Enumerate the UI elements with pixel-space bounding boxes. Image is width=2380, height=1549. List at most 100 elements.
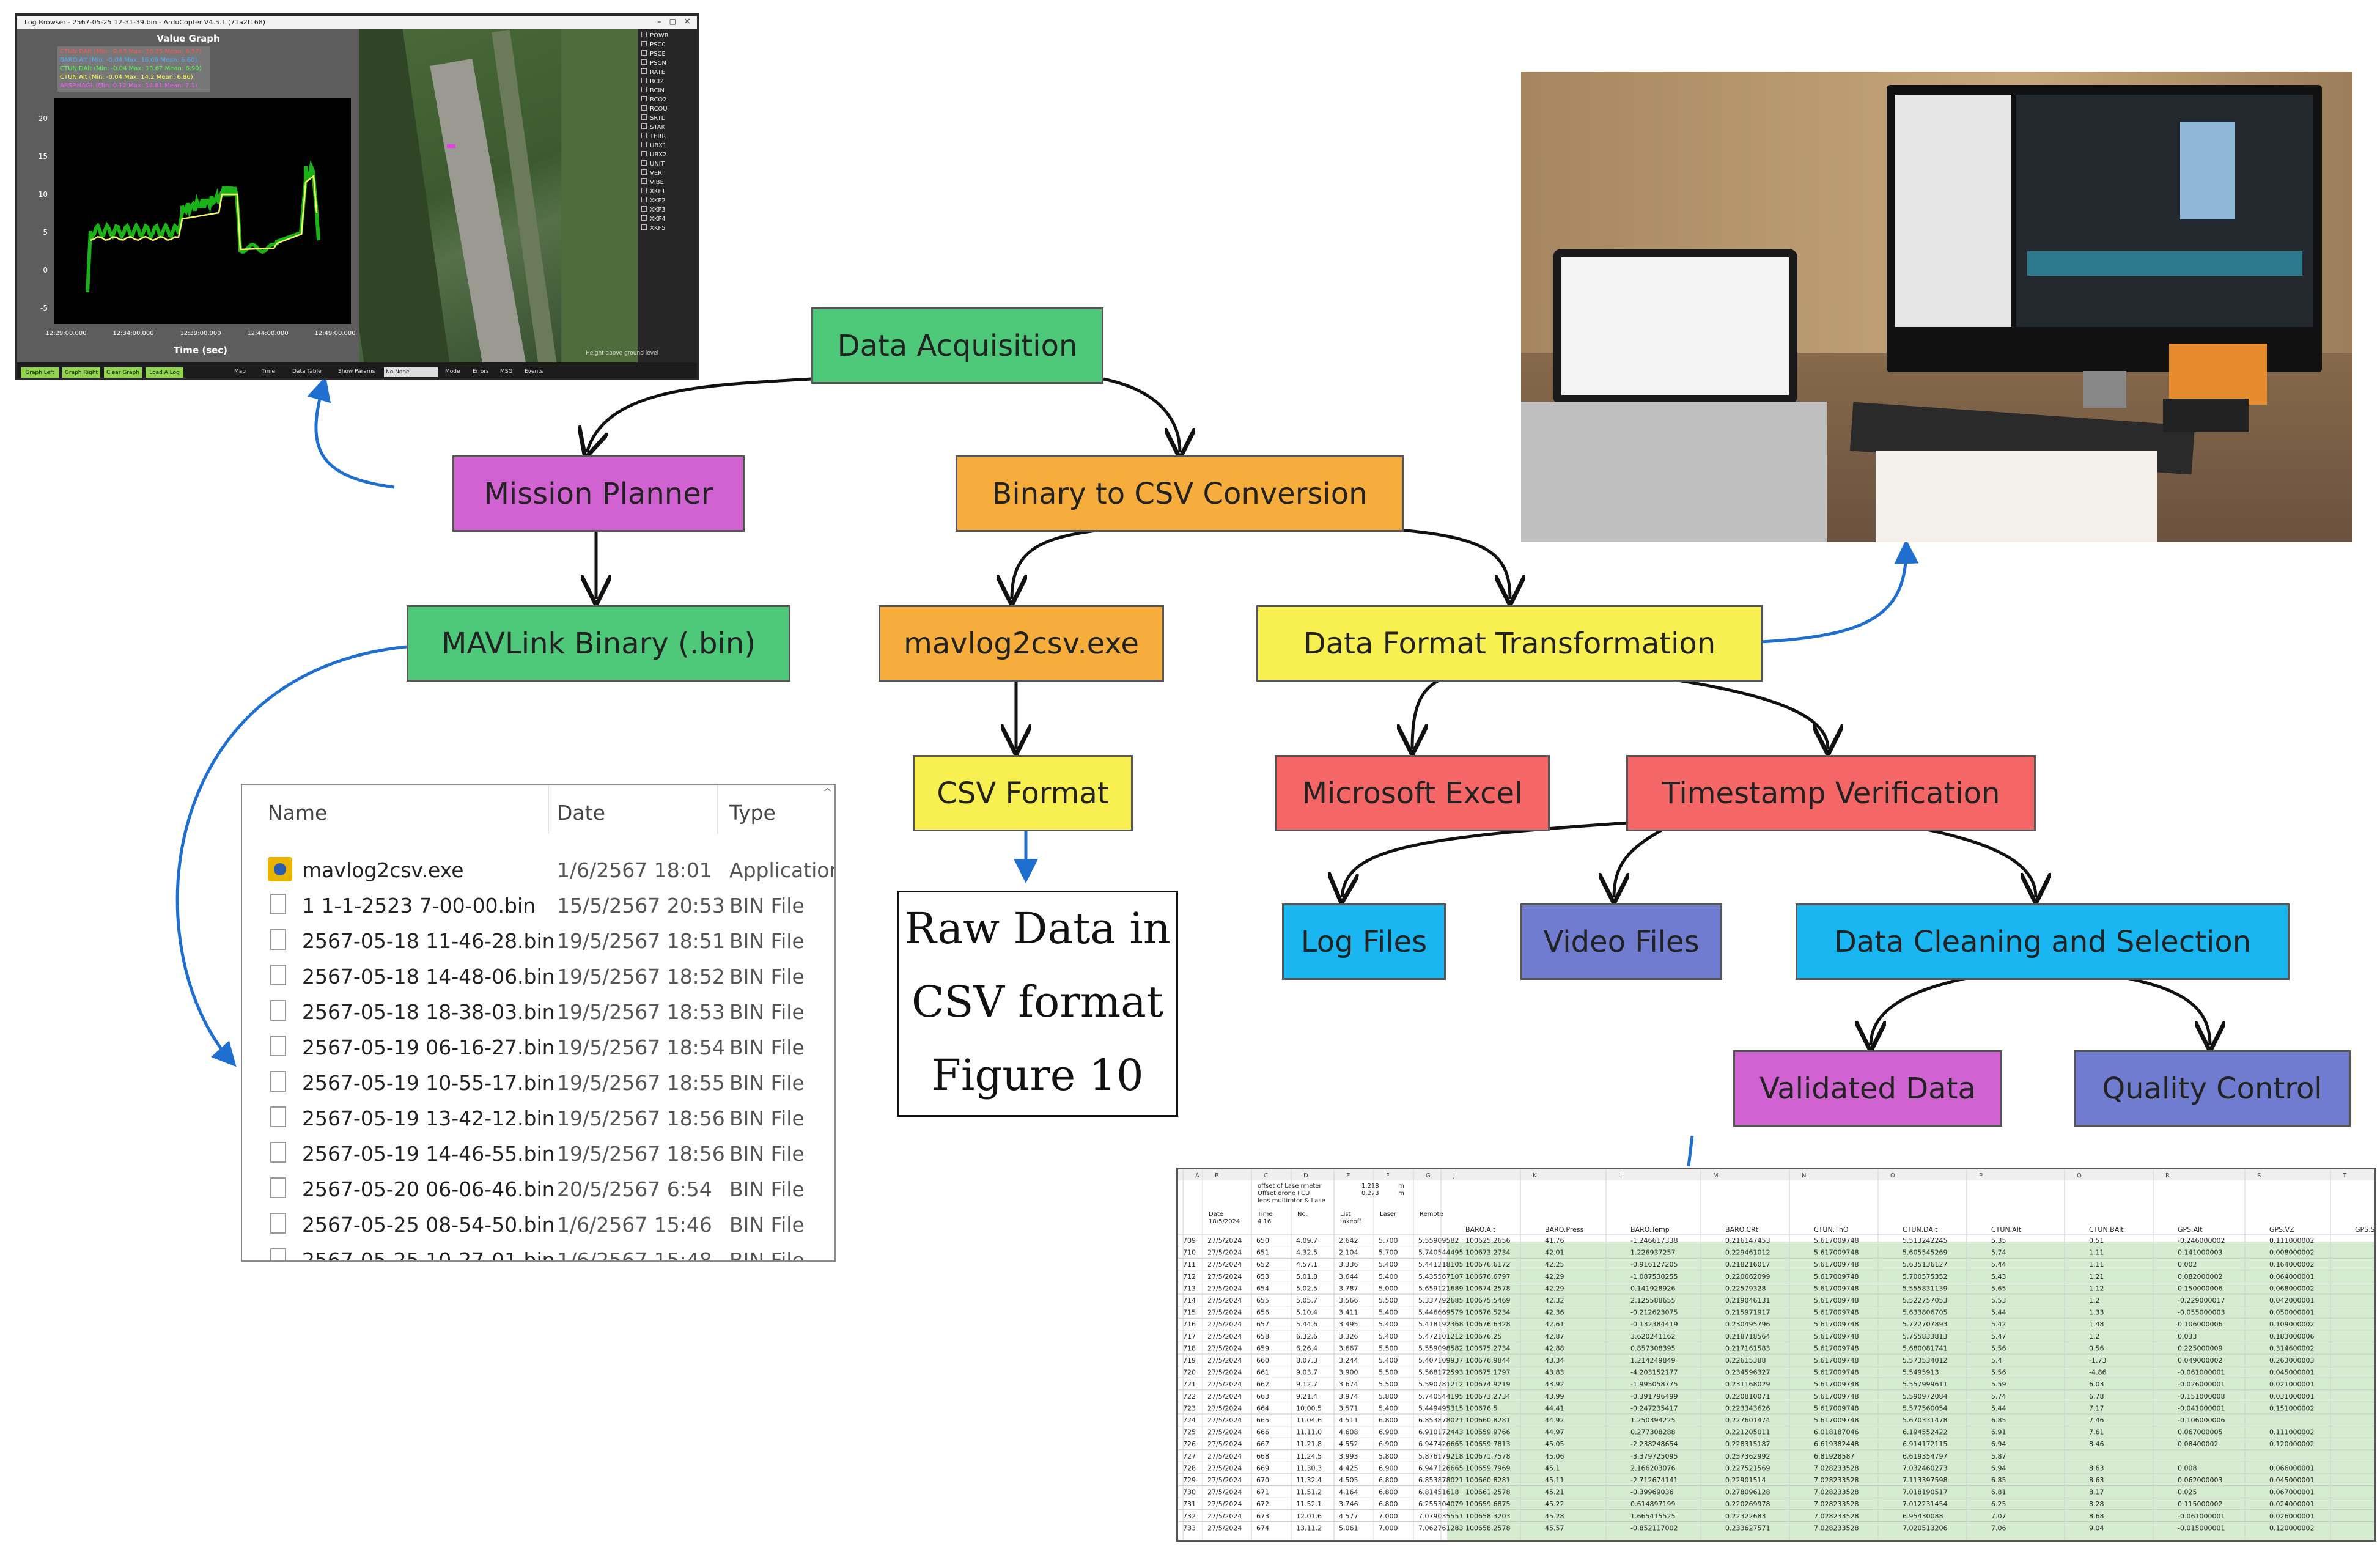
toolbar-checkbox[interactable]: Mode bbox=[445, 369, 460, 375]
checkbox-icon[interactable] bbox=[641, 114, 647, 120]
toolbar-button[interactable]: Clear Graph bbox=[104, 367, 142, 378]
checkbox-icon[interactable] bbox=[641, 133, 647, 138]
y-tick-label: 15 bbox=[39, 152, 48, 161]
message-type-item[interactable]: TERR bbox=[641, 133, 666, 140]
checkbox-icon[interactable] bbox=[641, 41, 647, 46]
checkbox-icon[interactable] bbox=[641, 32, 647, 37]
edge-clean-qc bbox=[2090, 970, 2210, 1045]
header-type[interactable]: Type bbox=[729, 801, 776, 825]
sheet-cell: 0.857308395 bbox=[1630, 1344, 1675, 1352]
message-type-item[interactable]: PSCE bbox=[641, 50, 666, 57]
sheet-cell: 27/5/2024 bbox=[1207, 1380, 1242, 1388]
checkbox-icon[interactable] bbox=[641, 206, 647, 212]
toolbar-checkbox[interactable]: Time bbox=[262, 369, 276, 375]
checkbox-icon[interactable] bbox=[641, 178, 647, 184]
message-type-item[interactable]: RATE bbox=[641, 68, 665, 76]
message-type-item[interactable]: STAK bbox=[641, 123, 665, 131]
checkbox-icon[interactable] bbox=[641, 224, 647, 230]
message-type-item[interactable]: RCO2 bbox=[641, 96, 667, 103]
sheet-cell: 5.44 bbox=[1991, 1260, 2006, 1268]
checkbox-icon[interactable] bbox=[641, 105, 647, 111]
maximize-icon[interactable]: □ bbox=[669, 17, 676, 26]
toolbar-checkbox[interactable]: Errors bbox=[473, 369, 489, 375]
checkbox-icon[interactable] bbox=[641, 142, 647, 147]
close-icon[interactable]: × bbox=[683, 17, 691, 26]
toolbar-button[interactable]: Graph Right bbox=[62, 367, 100, 378]
checkbox-icon[interactable] bbox=[641, 87, 647, 92]
message-type-item[interactable]: VER bbox=[641, 169, 662, 177]
sheet-cell: 4.425 bbox=[1339, 1464, 1358, 1472]
sheet-cell: 11.04.6 bbox=[1296, 1416, 1322, 1424]
checkbox-icon[interactable] bbox=[641, 197, 647, 202]
sheet-cell: 3.674 bbox=[1339, 1380, 1358, 1388]
sheet-cell: 6.03 bbox=[2089, 1380, 2104, 1388]
message-type-item[interactable]: VIBE bbox=[641, 178, 664, 186]
sheet-cell: 7.028233528 bbox=[1814, 1512, 1859, 1520]
toolbar-dropdown[interactable]: No None bbox=[384, 367, 438, 377]
message-type-item[interactable]: SRTL bbox=[641, 114, 665, 122]
checkbox-icon[interactable] bbox=[641, 151, 647, 156]
message-type-item[interactable]: PSCN bbox=[641, 59, 666, 67]
message-type-item[interactable]: UBX1 bbox=[641, 142, 666, 149]
checkbox-icon[interactable] bbox=[641, 123, 647, 129]
toolbar-checkbox[interactable]: MSG bbox=[500, 369, 513, 375]
minimize-icon[interactable]: – bbox=[657, 17, 661, 27]
message-type-item[interactable]: UBX2 bbox=[641, 151, 666, 158]
checkbox-icon[interactable] bbox=[641, 160, 647, 166]
checkbox-icon[interactable] bbox=[641, 169, 647, 175]
message-type-label: XKF5 bbox=[650, 225, 666, 232]
window-title: Log Browser - 2567-05-25 12-31-39.bin - … bbox=[24, 18, 266, 26]
message-type-item[interactable]: RCOU bbox=[641, 105, 668, 112]
checkbox-icon[interactable] bbox=[641, 50, 647, 56]
header-date[interactable]: Date bbox=[557, 801, 605, 825]
checkbox-icon[interactable] bbox=[641, 78, 647, 83]
sheet-cell: 733 bbox=[1183, 1524, 1196, 1532]
message-type-item[interactable]: XKF5 bbox=[641, 224, 666, 232]
sheet-cell: 731 bbox=[1183, 1500, 1196, 1508]
message-type-item[interactable]: RCIN bbox=[641, 87, 665, 94]
sheet-cell: 0.263000003 bbox=[2269, 1356, 2314, 1364]
message-type-item[interactable]: XKF4 bbox=[641, 215, 666, 223]
checkbox-icon[interactable] bbox=[641, 68, 647, 74]
sheet-header-cell: 18/5/2024 bbox=[1209, 1218, 1240, 1225]
scroll-up-icon[interactable]: ^ bbox=[823, 786, 833, 799]
toolbar-checkbox[interactable]: Events bbox=[525, 369, 543, 375]
sheet-cell: -4.86 bbox=[2089, 1369, 2106, 1377]
sheet-cell: 27/5/2024 bbox=[1207, 1524, 1242, 1532]
sheet-cell: 1.33 bbox=[2089, 1309, 2104, 1317]
sheet-cell: 1.665415525 bbox=[1630, 1512, 1675, 1520]
message-type-item[interactable]: UNIT bbox=[641, 160, 665, 167]
message-type-item[interactable]: XKF3 bbox=[641, 206, 666, 213]
message-type-item[interactable]: RCI2 bbox=[641, 78, 664, 85]
checkbox-icon[interactable] bbox=[641, 188, 647, 193]
checkbox-icon[interactable] bbox=[641, 96, 647, 101]
toolbar-button[interactable]: Load A Log bbox=[146, 367, 183, 378]
sheet-cell: 0.227521569 bbox=[1725, 1464, 1770, 1472]
checkbox-icon[interactable] bbox=[641, 215, 647, 221]
toolbar-checkbox[interactable]: Show Params bbox=[338, 369, 375, 375]
checkbox-icon[interactable] bbox=[641, 59, 647, 65]
message-type-item[interactable]: XKF2 bbox=[641, 197, 666, 204]
altitude-trace-yellow bbox=[89, 174, 318, 251]
message-type-item[interactable]: PSC0 bbox=[641, 41, 666, 48]
toolbar-checkbox[interactable]: Data Table bbox=[292, 369, 322, 375]
sheet-cell: 4.608 bbox=[1339, 1429, 1358, 1437]
sheet-cell: 668 bbox=[1256, 1452, 1269, 1460]
toolbar-button[interactable]: Graph Left bbox=[21, 367, 59, 378]
message-type-item[interactable]: XKF1 bbox=[641, 188, 666, 195]
toolbar-checkbox[interactable]: Map bbox=[234, 369, 246, 375]
message-type-item[interactable]: POWR bbox=[641, 32, 669, 39]
header-name[interactable]: Name bbox=[268, 801, 328, 825]
